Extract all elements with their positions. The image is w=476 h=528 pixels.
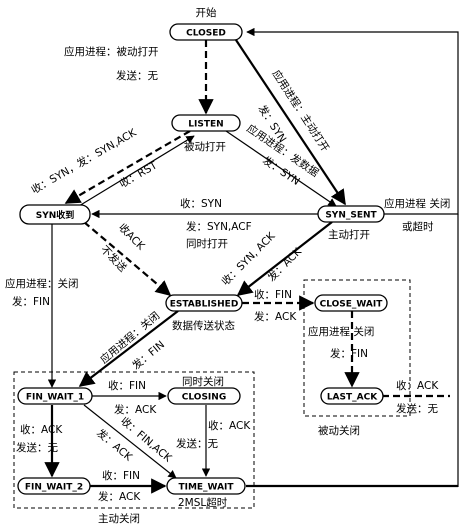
- label-synsent-closed-1: 应用进程 关闭: [384, 197, 450, 210]
- label-fw1-fw2-1: 收：ACK: [20, 423, 63, 436]
- label-closed-listen-2: 发送：无: [116, 69, 158, 82]
- label-synrcvd-fw1-1: 应用进程：关闭: [5, 277, 79, 290]
- state-time-wait-label: TIME_WAIT: [178, 483, 234, 493]
- state-closed-label: CLOSED: [186, 29, 226, 39]
- state-syn-sent: SYN_SENT: [317, 205, 385, 223]
- state-close-wait-label: CLOSE_WAIT: [320, 300, 384, 310]
- state-closing-label: CLOSING: [182, 393, 226, 403]
- caption-2msl-timeout: 2MSL超时: [178, 496, 228, 509]
- label-synsent-synrcvd-2: 发：SYN,ACF: [186, 220, 252, 233]
- label-est-cw-2: 发：ACK: [254, 310, 297, 323]
- state-syn-sent-label: SYN_SENT: [325, 211, 377, 221]
- state-fin-wait-2-label: FIN_WAIT_2: [25, 483, 83, 493]
- caption-data-transfer: 数据传送状态: [172, 319, 235, 332]
- caption-active-open: 主动打开: [328, 228, 370, 241]
- state-established: ESTABLISHED: [165, 294, 243, 312]
- state-established-label: ESTABLISHED: [170, 300, 239, 310]
- state-listen: LISTEN: [171, 114, 241, 132]
- caption-active-close: 主动关闭: [98, 512, 140, 525]
- edge-synrcvd-listen: [73, 135, 195, 210]
- edge-synsent-est: [236, 221, 333, 296]
- label-fw2-tw-2: 发：ACK: [98, 490, 141, 503]
- state-last-ack: LAST_ACK: [320, 387, 384, 405]
- label-synsent-synrcvd-1: 收：SYN: [180, 197, 222, 210]
- label-closing-tw-1: 收：ACK: [208, 419, 251, 432]
- label-synsent-est-2: 发：ACK: [265, 244, 305, 284]
- label-la-closed-1: 收：ACK: [396, 379, 439, 392]
- active-close-group: [13, 371, 255, 509]
- edge-est-fw1: [78, 310, 179, 387]
- state-fin-wait-2: FIN_WAIT_2: [17, 477, 91, 495]
- caption-simultaneous-close: 同时关闭: [182, 375, 224, 388]
- state-closed: CLOSED: [169, 23, 243, 41]
- edge-listen-synsent: [225, 130, 337, 207]
- state-syn-rcvd-label: SYN收到: [36, 209, 75, 221]
- edge-synrcvd-est: [83, 221, 172, 296]
- edge-fw1-tw: [83, 404, 177, 479]
- state-fin-wait-1: FIN_WAIT_1: [17, 387, 93, 405]
- label-est-cw-1: 收：FIN: [254, 288, 292, 301]
- label-fw1-closing-2: 发：ACK: [114, 403, 157, 416]
- label-synrcvd-listen: 收：RST: [117, 158, 160, 190]
- label-synrcvd-est-1: 收ACK: [116, 221, 148, 253]
- state-closing: CLOSING: [167, 387, 241, 405]
- label-fw1-closing-1: 收：FIN: [108, 379, 146, 392]
- state-last-ack-label: LAST_ACK: [327, 393, 378, 403]
- label-synrcvd-fw1-2: 发：FIN: [12, 295, 50, 308]
- label-fw1-fw2-2: 发送：无: [16, 441, 58, 454]
- state-fin-wait-1-label: FIN_WAIT_1: [26, 393, 84, 403]
- label-synsent-closed-2: 或超时: [402, 220, 434, 233]
- label-cw-la-2: 发：FIN: [330, 347, 368, 360]
- edge-synsent-closed: [246, 27, 459, 215]
- passive-close-group: [303, 279, 411, 417]
- label-fw2-tw-1: 收：FIN: [102, 469, 140, 482]
- caption-passive-open: 被动打开: [184, 140, 226, 153]
- label-cw-la-1: 应用进程 关闭: [308, 325, 374, 338]
- state-listen-label: LISTEN: [188, 120, 223, 130]
- state-syn-rcvd: SYN收到: [19, 204, 91, 225]
- edge-listen-synrcvd: [64, 130, 191, 204]
- caption-simultaneous-open: 同时打开: [186, 237, 228, 250]
- label-closing-tw-2: 发送：无: [176, 437, 218, 450]
- label-closed-listen-1: 应用进程：被动打开: [64, 45, 159, 58]
- label-la-closed-2: 发送：无: [396, 402, 438, 415]
- caption-passive-close: 被动关闭: [318, 424, 360, 437]
- state-close-wait: CLOSE_WAIT: [314, 294, 388, 312]
- edge-closed-synsent: [235, 39, 346, 206]
- caption-start: 开始: [196, 6, 217, 19]
- state-time-wait: TIME_WAIT: [166, 477, 246, 495]
